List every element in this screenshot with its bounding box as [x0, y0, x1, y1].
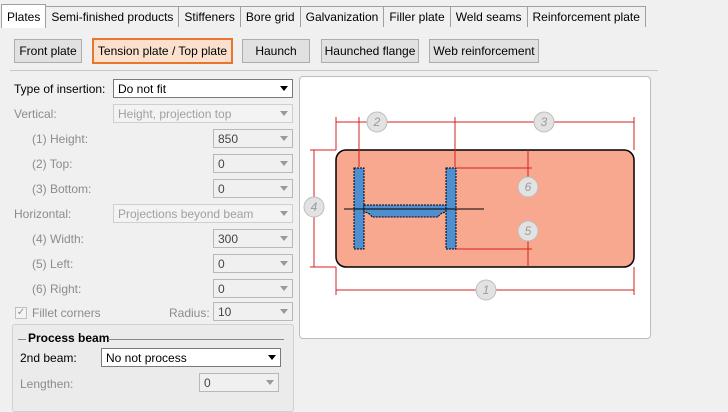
chevron-down-icon	[280, 261, 288, 266]
height-input[interactable]: 850	[213, 129, 293, 148]
width-value: 300	[218, 231, 239, 246]
tab-plates[interactable]: Plates	[1, 4, 47, 28]
right-input[interactable]: 0	[213, 279, 293, 298]
vertical-select[interactable]: Height, projection top	[113, 104, 293, 123]
left-input[interactable]: 0	[213, 254, 293, 273]
top-value: 0	[218, 156, 225, 171]
height-label: (1) Height:	[32, 132, 89, 146]
chevron-down-icon	[280, 309, 288, 314]
tab-filler-plate[interactable]: Filler plate	[383, 6, 451, 27]
lengthen-value: 0	[204, 375, 211, 390]
plate-shape	[335, 149, 635, 268]
front-plate-button[interactable]: Front plate	[14, 39, 82, 63]
marker-3-icon	[533, 111, 555, 133]
vertical-value: Height, projection top	[118, 106, 232, 121]
chevron-down-icon	[280, 161, 288, 166]
radius-input[interactable]: 10	[213, 302, 293, 321]
chevron-down-icon	[280, 186, 288, 191]
chevron-down-icon	[280, 286, 288, 291]
marker-6-text: 6	[525, 180, 532, 194]
left-value: 0	[218, 256, 225, 271]
type-of-insertion-label: Type of insertion:	[14, 82, 106, 96]
horizontal-value: Projections beyond beam	[118, 206, 254, 221]
second-beam-label: 2nd beam:	[20, 351, 77, 365]
group-title-line-left	[18, 339, 26, 340]
fillet-corners-checkbox[interactable]: ✓	[15, 307, 27, 319]
haunch-button[interactable]: Haunch	[242, 39, 310, 63]
chevron-down-icon	[280, 236, 288, 241]
second-beam-value: No not process	[106, 350, 187, 365]
tab-galvanization[interactable]: Galvanization	[299, 6, 385, 27]
marker-2-icon	[366, 111, 388, 133]
radius-label: Radius:	[169, 306, 210, 320]
marker-5-icon	[517, 220, 539, 242]
second-beam-select[interactable]: No not process	[101, 348, 281, 367]
web-reinforcement-button[interactable]: Web reinforcement	[429, 39, 539, 63]
fillet-corners-label: Fillet corners	[32, 306, 101, 320]
plate-diagram-svg: 1 2 3 4 5 6	[303, 111, 635, 301]
lengthen-label: Lengthen:	[20, 377, 74, 391]
marker-4-text: 4	[311, 200, 318, 214]
plate-diagram: 1 2 3 4 5 6	[299, 76, 651, 339]
bottom-input[interactable]: 0	[213, 179, 293, 198]
tab-bar: Plates Semi-finished products Stiffeners…	[0, 4, 728, 31]
top-input[interactable]: 0	[213, 154, 293, 173]
marker-2-text: 2	[373, 115, 381, 129]
marker-5-text: 5	[525, 224, 532, 238]
beam-web	[363, 204, 447, 218]
width-label: (4) Width:	[32, 232, 85, 246]
process-beam-title: Process beam	[28, 331, 110, 345]
right-label: (6) Right:	[32, 282, 82, 296]
tab-reinforcement-plate[interactable]: Reinforcement plate	[526, 6, 646, 27]
lengthen-input[interactable]: 0	[199, 373, 279, 392]
marker-6-icon	[517, 176, 539, 198]
chevron-down-icon	[280, 136, 288, 141]
vertical-label: Vertical:	[14, 107, 57, 121]
marker-4-icon	[303, 196, 325, 218]
tension-plate-button[interactable]: Tension plate / Top plate	[92, 38, 233, 64]
process-beam-group	[12, 324, 294, 412]
tab-stiffeners[interactable]: Stiffeners	[178, 6, 241, 27]
tab-bore-grid[interactable]: Bore grid	[239, 6, 301, 27]
right-value: 0	[218, 281, 225, 296]
haunched-flange-button[interactable]: Haunched flange	[321, 39, 419, 63]
top-label: (2) Top:	[32, 157, 73, 171]
dimension-markers: 1 2 3 4 5 6	[303, 111, 555, 301]
marker-1-icon	[475, 279, 497, 301]
chevron-down-icon	[280, 211, 288, 216]
tab-semi-finished-products[interactable]: Semi-finished products	[45, 6, 180, 27]
type-of-insertion-select[interactable]: Do not fit	[113, 79, 293, 98]
separator	[10, 70, 658, 71]
bottom-label: (3) Bottom:	[32, 182, 92, 196]
chevron-down-icon	[266, 380, 274, 385]
horizontal-select[interactable]: Projections beyond beam	[113, 204, 293, 223]
chevron-down-icon	[280, 86, 288, 91]
marker-1-text: 1	[483, 283, 490, 297]
horizontal-label: Horizontal:	[14, 207, 72, 221]
marker-3-text: 3	[541, 115, 548, 129]
radius-value: 10	[218, 304, 232, 319]
group-title-line	[108, 339, 284, 340]
tab-weld-seams[interactable]: Weld seams	[449, 6, 528, 27]
height-value: 850	[218, 131, 239, 146]
bottom-value: 0	[218, 181, 225, 196]
type-of-insertion-value: Do not fit	[118, 81, 167, 96]
chevron-down-icon	[280, 111, 288, 116]
width-input[interactable]: 300	[213, 229, 293, 248]
chevron-down-icon	[268, 355, 276, 360]
left-label: (5) Left:	[32, 257, 74, 271]
